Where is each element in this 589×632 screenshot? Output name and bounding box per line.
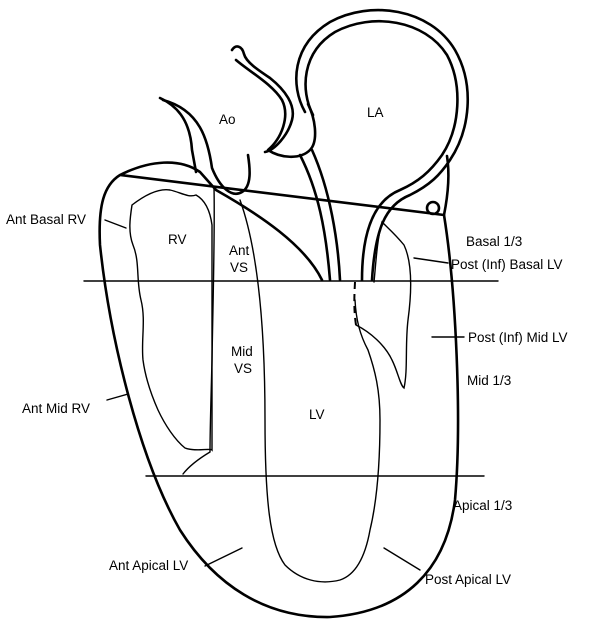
left-atrium-outer xyxy=(296,10,467,280)
label-ant-vs-1: Ant xyxy=(229,243,250,258)
aortic-wall-inner xyxy=(312,150,340,280)
leader-post-basal-lv xyxy=(414,258,448,263)
label-mid-third: Mid 1/3 xyxy=(467,373,511,388)
leader-ant-apical-lv xyxy=(205,548,242,566)
label-post-inf-mid-lv: Post (Inf) Mid LV xyxy=(468,330,568,345)
label-mid-vs-1: Mid xyxy=(231,344,253,359)
leader-ant-basal-rv xyxy=(105,220,126,228)
label-basal-third: Basal 1/3 xyxy=(466,234,522,249)
aortic-wall-descending xyxy=(300,155,330,280)
label-lv: LV xyxy=(309,407,325,422)
aorta-arch xyxy=(232,47,293,152)
label-post-inf-basal-lv: Post (Inf) Basal LV xyxy=(451,257,563,272)
label-ant-basal-rv: Ant Basal RV xyxy=(6,212,86,227)
left-atrium-inner xyxy=(306,21,458,280)
aorta-outer xyxy=(160,98,196,172)
label-post-apical-lv: Post Apical LV xyxy=(425,572,511,587)
leader-post-apical-lv xyxy=(384,548,420,570)
label-ant-vs-2: VS xyxy=(230,260,248,275)
label-ant-mid-rv: Ant Mid RV xyxy=(22,401,90,416)
label-ant-apical-lv: Ant Apical LV xyxy=(109,558,188,573)
left-ventricle-cavity xyxy=(240,200,380,582)
heart-outer-wall xyxy=(100,163,458,617)
label-ao: Ao xyxy=(219,112,236,127)
leader-ant-mid-rv xyxy=(107,394,128,400)
coronary-sinus xyxy=(427,202,439,214)
rv-septal-border xyxy=(183,188,214,474)
label-la: LA xyxy=(367,105,384,120)
label-mid-vs-2: VS xyxy=(234,361,252,376)
label-rv: RV xyxy=(168,232,187,247)
label-apical-third: Apical 1/3 xyxy=(453,498,512,513)
right-ventricle-cavity xyxy=(130,190,212,450)
